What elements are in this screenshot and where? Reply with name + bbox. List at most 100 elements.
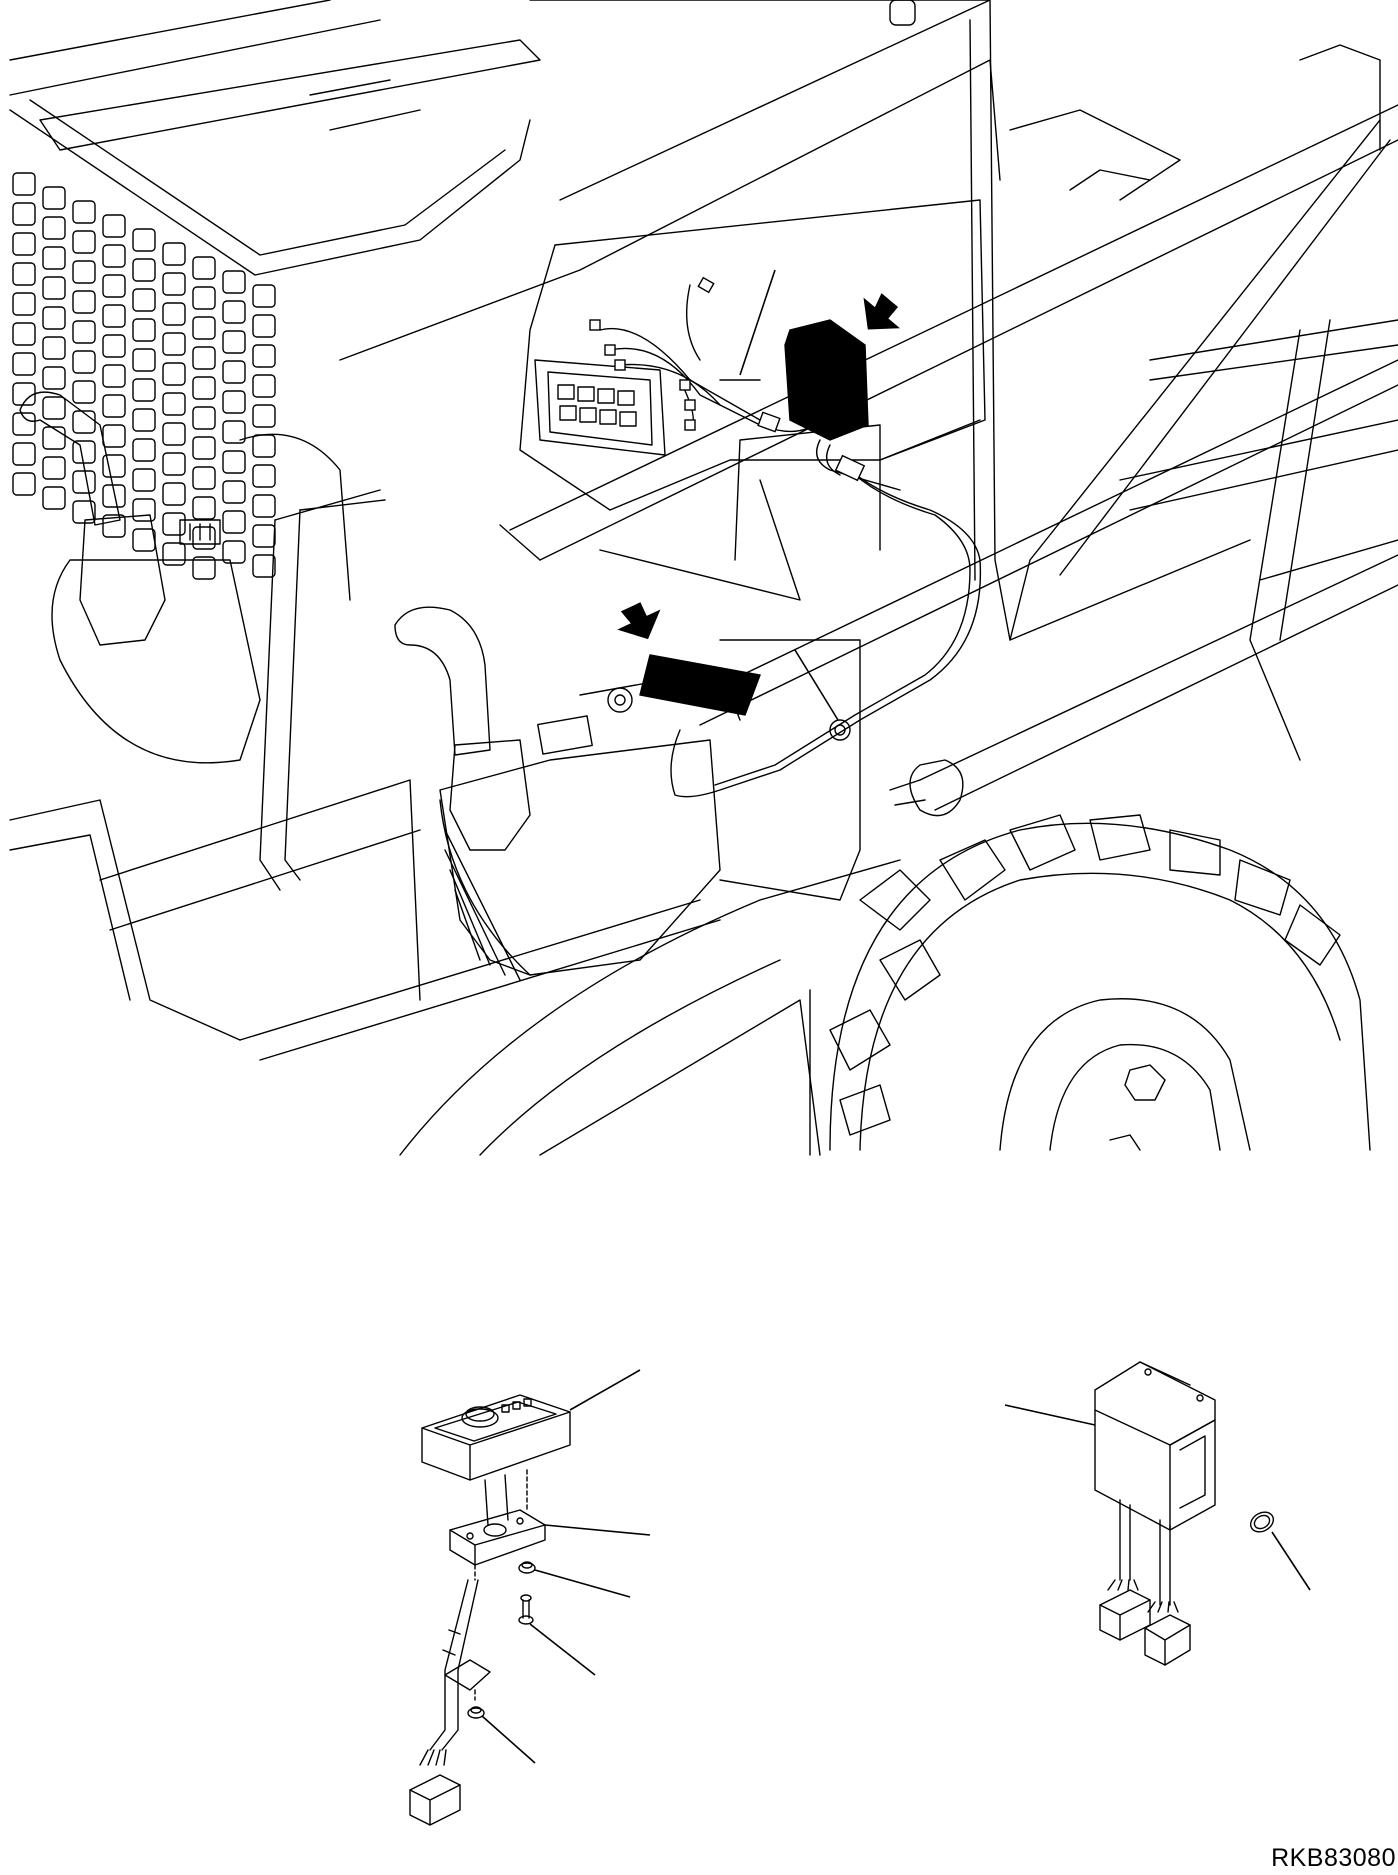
mesh-cell: [162, 242, 186, 266]
mesh-cell: [162, 422, 186, 446]
mesh-cell: [192, 346, 216, 370]
mesh-cell: [42, 186, 66, 210]
mesh-cell: [192, 316, 216, 340]
mesh-cell: [42, 366, 66, 390]
mesh-cell: [42, 276, 66, 300]
mesh-cell: [192, 496, 216, 520]
mesh-cell: [102, 274, 126, 298]
mesh-cell: [72, 320, 96, 344]
mesh-cell: [162, 272, 186, 296]
mesh-cell: [102, 244, 126, 268]
mesh-cell: [102, 334, 126, 358]
mesh-cell: [222, 270, 246, 294]
mesh-cell: [12, 262, 36, 286]
mesh-cell: [132, 468, 156, 492]
controller-assembly-view: [1004, 1361, 1311, 1666]
mesh-cell: [102, 514, 126, 538]
mesh-cell: [252, 494, 276, 518]
mesh-cell: [72, 380, 96, 404]
mesh-cell: [72, 500, 96, 524]
switch-harness: [409, 1564, 536, 1826]
front-cross-tube: [499, 104, 1398, 726]
mesh-cell: [192, 436, 216, 460]
mesh-cell: [192, 256, 216, 280]
mesh-cell: [42, 216, 66, 240]
mesh-cell: [132, 228, 156, 252]
mesh-cell: [132, 438, 156, 462]
mesh-cell: [132, 498, 156, 522]
mesh-cell: [102, 394, 126, 418]
mesh-cell: [132, 378, 156, 402]
mesh-cell: [162, 362, 186, 386]
mesh-cell: [72, 440, 96, 464]
mesh-cell: [222, 360, 246, 384]
mesh-cell: [72, 350, 96, 374]
front-tire: [829, 814, 1371, 1151]
mesh-cell: [12, 172, 36, 196]
mesh-cell: [102, 484, 126, 508]
mesh-cell: [132, 258, 156, 282]
figure-reference-code: RKB83080: [1271, 1844, 1396, 1872]
mesh-cell: [42, 426, 66, 450]
mesh-cell: [252, 404, 276, 428]
mesh-cell: [162, 512, 186, 536]
mesh-cell: [102, 364, 126, 388]
mesh-cell: [42, 456, 66, 480]
mesh-cell: [72, 470, 96, 494]
mesh-cell: [222, 330, 246, 354]
mesh-cell: [72, 260, 96, 284]
mesh-cell: [132, 318, 156, 342]
mesh-cell: [132, 288, 156, 312]
mesh-cell: [252, 344, 276, 368]
console-switch-highlight: [617, 602, 761, 716]
mesh-cell: [102, 304, 126, 328]
mesh-cell: [42, 486, 66, 510]
mesh-cell: [72, 230, 96, 254]
mesh-cell: [222, 450, 246, 474]
cab-frame-pillars: [889, 0, 1398, 761]
mesh-cell: [42, 336, 66, 360]
cable-clip: [1249, 1511, 1311, 1591]
mesh-cell: [42, 306, 66, 330]
mesh-cell: [252, 374, 276, 398]
mesh-cell: [252, 434, 276, 458]
mesh-cell: [162, 332, 186, 356]
grab-handle: [99, 489, 421, 1001]
wire-harness: [589, 269, 826, 433]
mesh-cell: [132, 348, 156, 372]
mesh-cell: [252, 314, 276, 338]
rear-panel: [519, 199, 986, 601]
mesh-cell: [12, 412, 36, 436]
cab-overview-view: [9, 0, 1398, 1156]
chassis-lines: [9, 799, 901, 1156]
routed-harness: [670, 454, 982, 798]
right-joystick: [394, 606, 861, 981]
mesh-cell: [192, 286, 216, 310]
mesh-cell: [72, 410, 96, 434]
mesh-cell: [222, 480, 246, 504]
mesh-cell: [132, 408, 156, 432]
side-screen-mesh: [12, 172, 276, 580]
mesh-cell: [252, 284, 276, 308]
mesh-cell: [252, 554, 276, 578]
mesh-cell: [192, 526, 216, 550]
mesh-cell: [132, 528, 156, 552]
mesh-cell: [12, 202, 36, 226]
mesh-cell: [102, 214, 126, 238]
mesh-cell: [12, 322, 36, 346]
mesh-cell: [42, 396, 66, 420]
mesh-cell: [192, 556, 216, 580]
mesh-cell: [222, 540, 246, 564]
switch-housing: [421, 1369, 641, 1481]
mesh-cell: [162, 452, 186, 476]
nut-and-bolt: [518, 1561, 631, 1676]
mesh-cell: [192, 406, 216, 430]
controller-highlight: [784, 293, 901, 491]
mesh-cell: [72, 200, 96, 224]
fuse-box: [534, 359, 666, 456]
mesh-cell: [192, 376, 216, 400]
mesh-cell: [192, 466, 216, 490]
controller-cables: [1099, 1499, 1191, 1666]
